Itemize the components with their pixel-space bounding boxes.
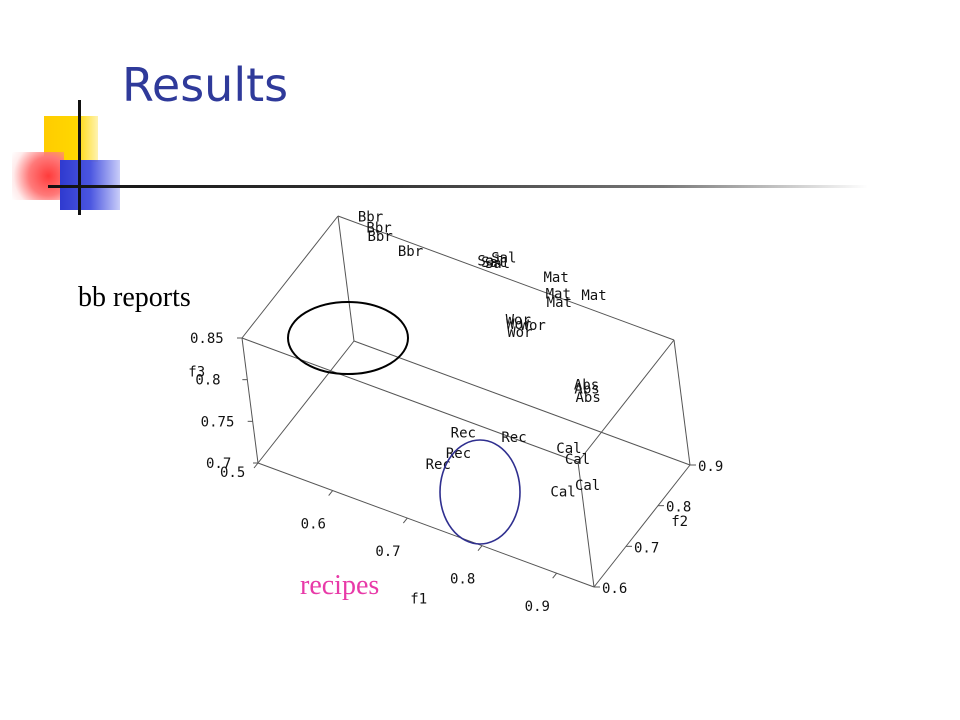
recipes-label: recipes (300, 570, 380, 601)
f3-tick-label: 0.75 (201, 414, 235, 430)
data-point-wor: Wor (521, 318, 546, 334)
f2-tick-label: 0.6 (602, 581, 627, 597)
plot-box (241, 215, 691, 588)
f1-tick-mark (552, 572, 558, 579)
data-point-sal: Sal (481, 255, 506, 271)
data-point-wor: Wor (507, 325, 532, 341)
data-point-bbr: Bbr (398, 244, 423, 260)
data-point-mat: Mat (543, 270, 568, 286)
data-point-rec: Rec (451, 426, 476, 442)
data-point-bbr: Bbr (358, 209, 383, 225)
title-underline (48, 185, 868, 188)
data-point-abs: Abs (574, 382, 599, 398)
data-point-abs: Abs (575, 390, 600, 406)
box-edge (673, 339, 691, 466)
f2-tick-label: 0.8 (666, 500, 691, 516)
f3-tick-label: 0.7 (206, 456, 231, 472)
decor-vertical-line (78, 100, 81, 215)
box-edge (241, 337, 579, 463)
f1-tick-label: 0.8 (450, 572, 475, 588)
box-edge (257, 340, 355, 464)
f1-tick-label: 0.9 (525, 599, 550, 615)
recipes-circle (439, 439, 521, 545)
f2-tick-label: 0.7 (634, 540, 659, 556)
box-edge (241, 337, 259, 464)
data-point-wor: Wor (506, 313, 531, 329)
decor-red-square (12, 152, 64, 200)
box-edge (337, 215, 675, 341)
f1-tick-label: 0.6 (301, 517, 326, 533)
data-point-mat: Mat (547, 295, 572, 311)
bb-reports-label: bb reports (78, 282, 191, 313)
f1-tick-label: 0.5 (220, 465, 245, 481)
data-point-abs: Abs (574, 377, 599, 393)
f1-tick-mark (477, 545, 483, 551)
f1-axis-label: f1 (410, 592, 427, 608)
data-point-cal: Cal (550, 485, 575, 501)
bb-reports-circle (287, 301, 409, 375)
f2-tick-label: 0.9 (698, 459, 723, 475)
f3-axis-label: f3 (188, 364, 205, 380)
slide-title: Results (122, 58, 289, 112)
data-point-sal: Sal (485, 256, 510, 272)
box-edge (257, 462, 595, 588)
data-point-rec: Rec (426, 457, 451, 473)
box-edge (593, 464, 691, 588)
box-edge (353, 340, 691, 466)
data-point-cal: Cal (565, 452, 590, 468)
data-point-sal: Sal (491, 251, 516, 267)
box-edge (577, 461, 595, 588)
data-point-mat: Mat (581, 288, 606, 304)
f1-tick-label: 0.7 (375, 544, 400, 560)
data-point-cal: Cal (556, 441, 581, 457)
box-edge (241, 215, 339, 339)
data-point-bbr: Bbr (367, 229, 392, 245)
data-point-sal: Sal (477, 253, 502, 269)
f3-tick-label: 0.8 (195, 373, 220, 389)
f1-tick-mark (402, 517, 408, 524)
data-point-cal: Cal (575, 478, 600, 494)
f3-tick-label: 0.85 (190, 331, 224, 347)
f1-tick-mark (253, 462, 259, 469)
data-point-mat: Mat (546, 287, 571, 303)
box-edge (337, 215, 355, 342)
f2-axis-label: f2 (671, 514, 688, 530)
data-point-wor: Wor (506, 317, 531, 333)
f1-tick-mark (328, 490, 334, 496)
data-point-rec: Rec (501, 430, 526, 446)
data-point-rec: Rec (446, 446, 471, 462)
data-point-bbr: Bbr (366, 220, 391, 236)
axis-ticks: 0.5 0.6 0.7 0.8 0.9 f1 0.6 0.7 0.8 0.9 f2 0.7 0.75 0.… (188, 331, 723, 615)
box-edge (577, 339, 675, 463)
